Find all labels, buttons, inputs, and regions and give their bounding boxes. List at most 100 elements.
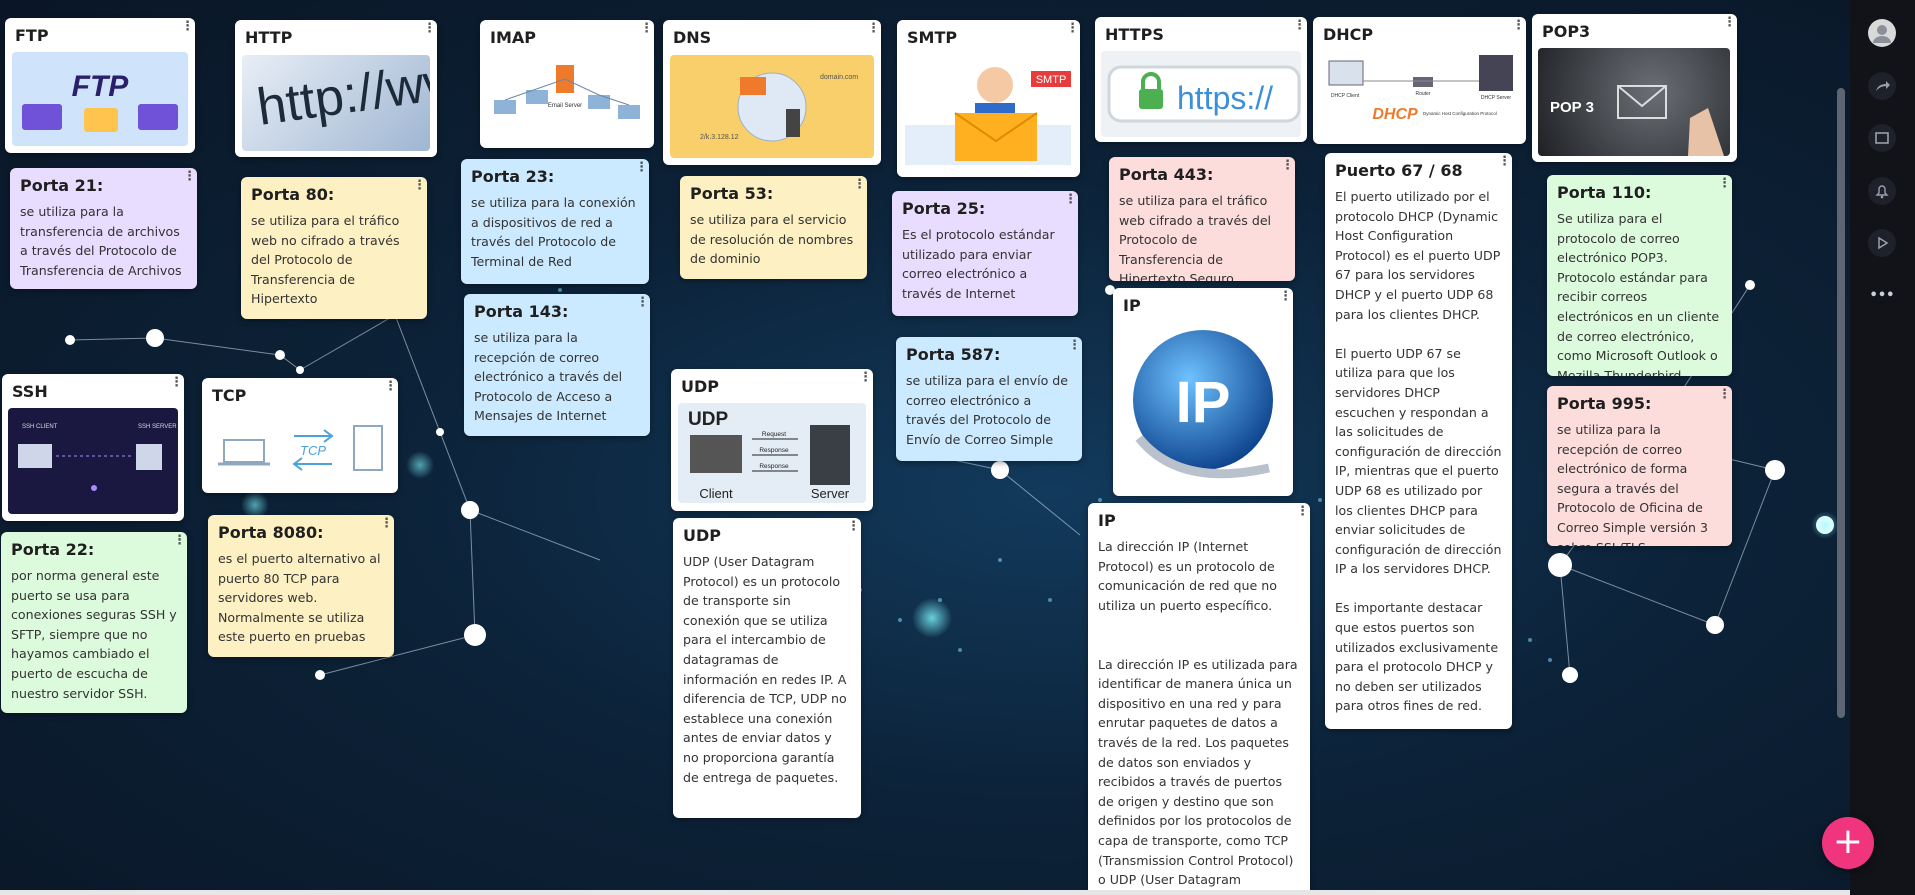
note-porta-110[interactable]: Porta 110: ⋮ Se utiliza para el protocol… xyxy=(1547,175,1732,376)
more-options-icon[interactable]: ⋮ xyxy=(1068,338,1081,353)
note-porta-443[interactable]: Porta 443: ⋮ se utiliza para el tráfico … xyxy=(1109,157,1295,281)
more-options-icon[interactable]: ⋮ xyxy=(173,533,186,548)
more-options-icon[interactable]: ⋮ xyxy=(1512,18,1525,33)
smtp-illustration: SMTP xyxy=(903,55,1073,170)
more-options-icon[interactable]: ⋮ xyxy=(1718,176,1731,191)
note-porta-587[interactable]: Porta 587: ⋮ se utiliza para el envío de… xyxy=(896,337,1082,461)
card-title: FTP xyxy=(15,26,49,45)
note-title: Porta 22: xyxy=(11,540,95,559)
card-tcp[interactable]: TCP ⋮ TCP xyxy=(202,378,398,493)
avatar-icon[interactable] xyxy=(1868,19,1896,47)
card-ftp[interactable]: FTP ⋮ FTP xyxy=(5,18,195,153)
tcp-logo-text: TCP xyxy=(300,443,326,458)
note-ip[interactable]: IP ⋮ La dirección IP (Internet Protocol)… xyxy=(1088,503,1310,895)
smtp-badge-text: SMTP xyxy=(1036,74,1067,86)
note-porta-21[interactable]: Porta 21: ⋮ se utiliza para la transfere… xyxy=(10,168,197,289)
more-options-icon[interactable]: ⋮ xyxy=(380,516,393,531)
dhcp-label-router: Router xyxy=(1415,91,1430,97)
note-text: se utiliza para la recepción de correo e… xyxy=(474,330,623,424)
note-porta-995[interactable]: Porta 995: ⋮ se utiliza para la recepció… xyxy=(1547,386,1732,546)
more-options-icon[interactable]: ⋮ xyxy=(1296,504,1309,519)
card-ip-image[interactable]: IP ⋮ IP xyxy=(1113,288,1293,496)
card-imap[interactable]: IMAP ⋮ Email Server xyxy=(480,20,654,148)
more-options-icon[interactable]: ⋮ xyxy=(1718,387,1731,402)
ftp-logo-text: FTP xyxy=(72,70,130,103)
dhcp-label-full: Dynamic Host Configuration Protocol xyxy=(1423,111,1497,116)
note-title: Puerto 67 / 68 xyxy=(1335,161,1463,180)
note-udp[interactable]: UDP ⋮ UDP (User Datagram Protocol) es un… xyxy=(673,518,861,818)
more-options-icon[interactable]: ⋮ xyxy=(1498,154,1511,169)
more-options-icon[interactable]: ⋮ xyxy=(1279,289,1292,304)
bottom-edge xyxy=(0,890,1850,895)
dhcp-logo-text: DHCP xyxy=(1372,106,1418,123)
dns-illustration: domain.com 2/k.3.128.12 xyxy=(670,55,874,158)
note-title: Porta 143: xyxy=(474,302,569,321)
note-title: Porta 25: xyxy=(902,199,986,218)
more-options-icon[interactable]: ⋮ xyxy=(1066,21,1079,36)
more-options-icon[interactable]: ⋮ xyxy=(1064,192,1077,207)
note-porta-22[interactable]: Porta 22: ⋮ por norma general este puert… xyxy=(1,532,187,713)
note-title: Porta 8080: xyxy=(218,523,324,542)
more-icon[interactable]: ••• xyxy=(1869,288,1895,303)
more-options-icon[interactable]: ⋮ xyxy=(859,370,872,385)
note-title: Porta 443: xyxy=(1119,165,1214,184)
note-porta-25[interactable]: Porta 25: ⋮ Es el protocolo estándar uti… xyxy=(892,191,1078,316)
dhcp-illustration: DHCP Client Router DHCP Server DHCP Dyna… xyxy=(1319,51,1519,139)
card-title: TCP xyxy=(212,386,247,405)
more-options-icon[interactable]: ⋮ xyxy=(413,178,426,193)
add-post-button[interactable]: + xyxy=(1822,817,1874,869)
more-options-icon[interactable]: ⋮ xyxy=(853,177,866,192)
note-text: se utiliza para el tráfico web no cifrad… xyxy=(251,213,400,307)
ftp-illustration: FTP xyxy=(12,52,188,146)
card-http[interactable]: HTTP ⋮ http://www xyxy=(235,20,437,157)
https-illustration: https:// xyxy=(1101,51,1301,137)
dns-label-ip: 2/k.3.128.12 xyxy=(700,134,739,141)
note-text: se utiliza para la recepción de correo e… xyxy=(1557,422,1708,546)
card-dhcp[interactable]: DHCP ⋮ DHCP Client Router DHCP Server DH… xyxy=(1313,17,1526,144)
note-title: Porta 587: xyxy=(906,345,1001,364)
card-https[interactable]: HTTPS ⋮ https:// xyxy=(1095,17,1307,142)
note-porta-8080[interactable]: Porta 8080: ⋮ es el puerto alternativo a… xyxy=(208,515,394,657)
udp-label-client: Client xyxy=(699,486,733,501)
more-options-icon[interactable]: ⋮ xyxy=(423,21,436,36)
note-porta-53[interactable]: Porta 53: ⋮ se utiliza para el servicio … xyxy=(680,176,867,279)
more-options-icon[interactable]: ⋮ xyxy=(635,160,648,175)
dns-label-domain: domain.com xyxy=(820,74,858,81)
more-options-icon[interactable]: ⋮ xyxy=(640,21,653,36)
note-porta-143[interactable]: Porta 143: ⋮ se utiliza para la recepció… xyxy=(464,294,650,436)
vertical-scrollbar[interactable] xyxy=(1837,88,1845,718)
bell-icon[interactable] xyxy=(1868,177,1896,205)
note-text: se utiliza para la conexión a dispositiv… xyxy=(471,195,636,269)
note-title: IP xyxy=(1098,511,1116,530)
card-title: SSH xyxy=(12,382,48,401)
more-options-icon[interactable]: ⋮ xyxy=(1281,158,1294,173)
note-porta-23[interactable]: Porta 23: ⋮ se utiliza para la conexión … xyxy=(461,159,649,284)
more-options-icon[interactable]: ⋮ xyxy=(1723,15,1736,30)
more-options-icon[interactable]: ⋮ xyxy=(847,519,860,534)
present-icon[interactable] xyxy=(1868,124,1896,152)
note-puerto-67-68[interactable]: Puerto 67 / 68 ⋮ El puerto utilizado por… xyxy=(1325,153,1512,729)
imap-label: Email Server xyxy=(548,103,582,109)
card-ssh[interactable]: SSH ⋮ SSH CLIENT SSH SERVER xyxy=(2,374,184,521)
more-options-icon[interactable]: ⋮ xyxy=(181,19,194,34)
more-options-icon[interactable]: ⋮ xyxy=(384,379,397,394)
more-options-icon[interactable]: ⋮ xyxy=(1293,18,1306,33)
udp-label-response: Response xyxy=(759,463,789,470)
more-options-icon[interactable]: ⋮ xyxy=(867,21,880,36)
card-title: HTTPS xyxy=(1105,25,1164,44)
more-options-icon[interactable]: ⋮ xyxy=(170,375,183,390)
ip-logo-text: IP xyxy=(1176,370,1231,435)
play-icon[interactable] xyxy=(1868,229,1896,257)
note-porta-80[interactable]: Porta 80: ⋮ se utiliza para el tráfico w… xyxy=(241,177,427,319)
note-title: Porta 53: xyxy=(690,184,774,203)
more-options-icon[interactable]: ⋮ xyxy=(183,169,196,184)
more-options-icon[interactable]: ⋮ xyxy=(636,295,649,310)
card-smtp[interactable]: SMTP ⋮ SMTP xyxy=(897,20,1080,177)
udp-label-request: Request xyxy=(762,431,786,438)
card-udp-image[interactable]: UDP ⋮ UDP Request Response Response Clie… xyxy=(671,369,873,511)
note-text: se utiliza para el servicio de resolució… xyxy=(690,212,854,267)
note-title: Porta 995: xyxy=(1557,394,1652,413)
share-icon[interactable] xyxy=(1868,72,1896,100)
card-dns[interactable]: DNS ⋮ domain.com 2/k.3.128.12 xyxy=(663,20,881,165)
card-pop3[interactable]: POP3 ⋮ POP 3 xyxy=(1532,14,1737,162)
